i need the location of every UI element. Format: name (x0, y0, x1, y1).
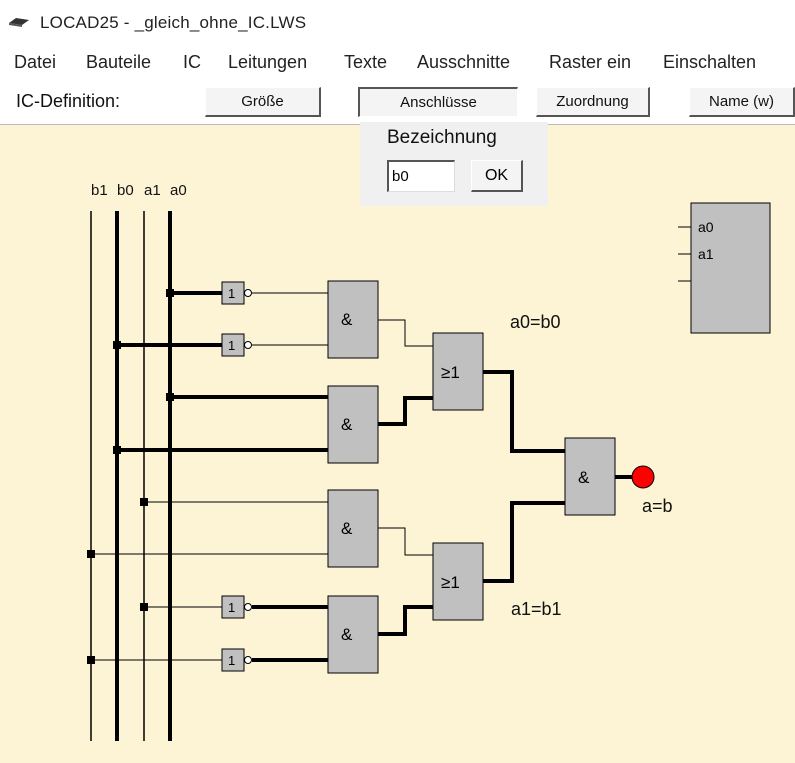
circuit-diagram: b1 b0 a1 a0 (87, 182, 771, 741)
or-gate-1[interactable]: ≥1 (432, 332, 484, 411)
window-title: LOCAD25 - _gleich_ohne_IC.LWS (40, 13, 307, 32)
menu-raster-ein[interactable]: Raster ein (549, 52, 632, 72)
svg-text:1: 1 (228, 600, 235, 615)
or-gate-2[interactable]: ≥1 (432, 542, 484, 621)
inverter-4[interactable]: 1 (221, 648, 252, 672)
and-gate-output[interactable]: & (564, 437, 616, 516)
annotation-a1-eq-b1: a1=b1 (511, 599, 562, 619)
ok-button[interactable]: OK (471, 160, 523, 192)
svg-text:1: 1 (228, 286, 235, 301)
menu-einschalten[interactable]: Einschalten (663, 52, 757, 72)
svg-text:1: 1 (228, 338, 235, 353)
menu-bauteile[interactable]: Bauteile (86, 52, 152, 72)
bus-label-b1: b1 (91, 182, 108, 199)
chip-icon (9, 18, 29, 27)
svg-text:&: & (341, 310, 353, 329)
bus-label-b0: b0 (117, 182, 134, 199)
annotation-a-eq-b: a=b (642, 496, 673, 516)
output-led[interactable] (631, 465, 655, 489)
ic-pin-a1: a1 (698, 246, 714, 262)
bus-label-a0: a0 (170, 182, 187, 199)
svg-text:≥1: ≥1 (441, 573, 460, 592)
svg-text:≥1: ≥1 (441, 363, 460, 382)
inverter-3[interactable]: 1 (221, 595, 252, 619)
menu-leitungen[interactable]: Leitungen (228, 52, 308, 72)
menu-bar: Datei Bauteile IC Leitungen Texte Aussch… (0, 48, 795, 78)
circuit-canvas[interactable]: b1 b0 a1 a0 (0, 124, 795, 763)
svg-text:&: & (341, 519, 353, 538)
inverter-2[interactable]: 1 (221, 333, 252, 357)
inverter-1[interactable]: 1 (221, 281, 252, 305)
svg-text:1: 1 (228, 653, 235, 668)
and-gate-4[interactable]: & (327, 595, 379, 674)
menu-texte[interactable]: Texte (344, 52, 388, 72)
assignment-button[interactable]: Zuordnung (536, 87, 650, 117)
svg-text:&: & (578, 468, 590, 487)
title-bar: LOCAD25 - _gleich_ohne_IC.LWS (0, 0, 795, 44)
menu-ausschnitte[interactable]: Ausschnitte (417, 52, 511, 72)
designation-input[interactable] (387, 160, 455, 192)
menu-datei[interactable]: Datei (14, 52, 57, 72)
designation-heading: Bezeichnung (387, 127, 497, 148)
name-button[interactable]: Name (w) (689, 87, 795, 117)
bus-label-a1: a1 (144, 182, 161, 199)
designation-popup: Bezeichnung OK (360, 122, 548, 206)
ic-preview[interactable]: a0 a1 (678, 202, 771, 334)
ic-definition-label: IC-Definition: (16, 91, 121, 111)
size-button[interactable]: Größe (205, 87, 321, 117)
menu-ic[interactable]: IC (183, 52, 201, 72)
junction-dots (87, 289, 174, 664)
ic-definition-toolbar: IC-Definition: Größe Anschlüsse Zuordnun… (0, 82, 795, 122)
connections-button[interactable]: Anschlüsse (358, 87, 518, 117)
and-gate-3[interactable]: & (327, 489, 379, 568)
ic-pin-a0: a0 (698, 219, 714, 235)
and-gate-2[interactable]: & (327, 385, 379, 464)
annotation-a0-eq-b0: a0=b0 (510, 312, 561, 332)
and-gate-1[interactable]: & (327, 280, 379, 359)
svg-text:&: & (341, 415, 353, 434)
svg-text:&: & (341, 625, 353, 644)
